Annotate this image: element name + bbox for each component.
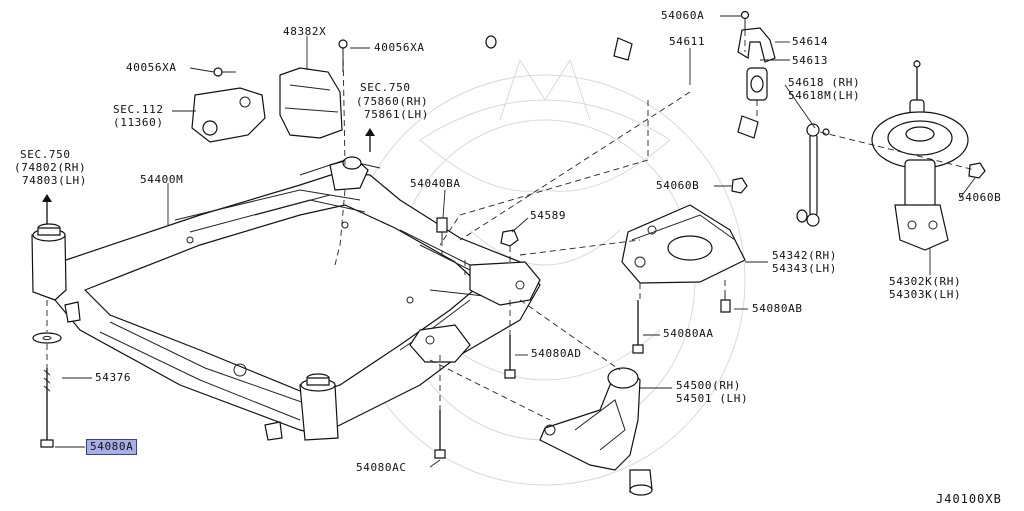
transverse-link <box>540 368 652 495</box>
label-54080ac: 54080AC <box>356 461 407 474</box>
bolt-54080ac <box>435 410 445 458</box>
diagram-id: J40100XB <box>936 492 1002 506</box>
label-54376: 54376 <box>95 371 132 384</box>
label-40056xa-left: 40056XA <box>126 61 177 74</box>
label-54060b-mid: 54060B <box>656 179 700 192</box>
stabilizer-bar <box>486 28 807 222</box>
stabilizer-bushing <box>747 68 767 100</box>
label-54613: 54613 <box>792 54 829 67</box>
nut-54589 <box>501 230 518 246</box>
insulator-48382x <box>280 40 347 138</box>
stabilizer-bracket <box>738 12 775 63</box>
label-54614: 54614 <box>792 35 829 48</box>
label-54343-lh: 54343(LH) <box>772 262 838 275</box>
arrow-sec750-mid <box>365 128 375 152</box>
bolt-54080aa <box>633 300 643 353</box>
label-sec112-ref: (11360) <box>113 116 164 129</box>
label-54080a-highlighted[interactable]: 54080A <box>86 439 138 455</box>
label-sec750-mid-rh: (75860(RH) <box>356 95 429 108</box>
label-54302k-rh: 54302K(RH) <box>889 275 962 288</box>
arrow-sec750-left <box>42 194 52 224</box>
bolt-54040ba <box>437 218 447 240</box>
label-54080ad: 54080AD <box>531 347 582 360</box>
label-54080aa: 54080AA <box>663 327 714 340</box>
label-54500-rh: 54500(RH) <box>676 379 742 392</box>
label-54501-lh: 54501 (LH) <box>676 392 749 405</box>
label-54618-rh: 54618 (RH) <box>788 76 861 89</box>
label-54303k-lh: 54303K(LH) <box>889 288 962 301</box>
front-suspension-member <box>32 157 540 440</box>
label-54060b-right: 54060B <box>958 191 1002 204</box>
label-sec750-mid: SEC.750 <box>360 81 411 94</box>
label-48382x: 48382X <box>283 25 327 38</box>
label-sec112: SEC.112 <box>113 103 164 116</box>
label-54400m: 54400M <box>140 173 184 186</box>
label-54618m-lh: 54618M(LH) <box>788 89 861 102</box>
label-54589: 54589 <box>530 209 567 222</box>
washer-54376 <box>33 333 61 343</box>
label-sec750-mid-lh: 75861(LH) <box>364 108 430 121</box>
label-40056xa-top: 40056XA <box>374 41 425 54</box>
bolt-54080a <box>41 368 53 447</box>
bolt-54080ab <box>721 292 730 312</box>
label-54040ba: 54040BA <box>410 177 461 190</box>
stabilizer-connecting-rod <box>807 124 829 226</box>
label-54611: 54611 <box>669 35 706 48</box>
strut-assembly <box>872 60 985 250</box>
bolt-54080ad <box>505 335 515 378</box>
engine-mount-bracket <box>192 68 265 142</box>
nut-54060b-mid <box>732 178 747 193</box>
label-sec750-left-lh: 74803(LH) <box>22 174 88 187</box>
label-sec750-left: SEC.750 <box>20 148 71 161</box>
label-54060a: 54060A <box>661 9 705 22</box>
leader-lines <box>55 16 975 467</box>
lower-link-upper-arm <box>622 205 745 283</box>
label-sec750-left-rh: (74802(RH) <box>14 161 87 174</box>
label-54342-rh: 54342(RH) <box>772 249 838 262</box>
assembly-guide-lines <box>47 30 975 420</box>
label-54080ab: 54080AB <box>752 302 803 315</box>
